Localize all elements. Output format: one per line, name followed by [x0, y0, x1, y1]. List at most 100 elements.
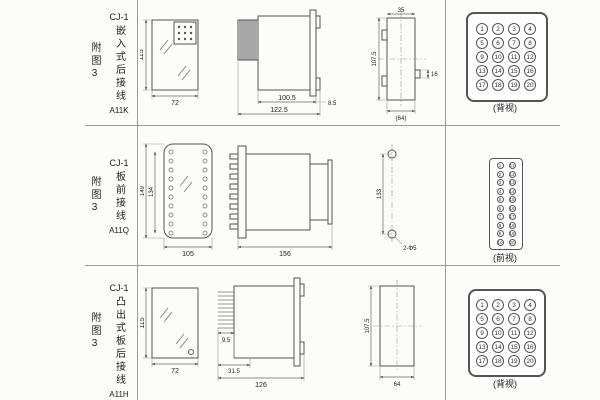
model-column-row1: CJ-1 嵌入式后接线 A11K: [105, 12, 133, 115]
terminal-circle: 20: [508, 238, 516, 246]
panel-cutout: 107.5 35 16 (64): [372, 8, 438, 122]
dimension-drawing-a11q: 149 134 105 156 133 2-Φ5: [140, 143, 417, 258]
terminal-circle: 4: [524, 23, 536, 35]
mounting-type: 嵌入式后接线: [113, 25, 125, 103]
side-view: 156: [229, 145, 333, 258]
terminal-circle: 8: [496, 221, 504, 229]
dim-stud-length: 9.5: [222, 338, 231, 344]
terminal-circle: 11: [508, 327, 520, 339]
terminal-circle: 2: [492, 23, 504, 35]
dimension-drawing-a11h: 115 72 9.5 31.5 126 107.5 64: [140, 277, 421, 389]
mounting-type: 板前接线: [113, 171, 125, 223]
terminal-circle: 9: [496, 230, 504, 238]
dim-depth-total: 122.5: [270, 107, 288, 114]
model-column-row2: CJ-1 板前接线 A11Q: [105, 158, 133, 235]
view-label-row3: (背视): [493, 379, 517, 389]
terminal-circle: 10: [492, 327, 504, 339]
column-divider-left: [137, 0, 138, 400]
front-view: 149 134 105: [140, 143, 213, 258]
mirror-marks: [159, 39, 191, 81]
terminal-circle: 15: [508, 196, 516, 204]
terminal-circle: 8: [524, 313, 536, 325]
dim-front-outer-height: 149: [140, 185, 146, 196]
terminal-circle: 16: [524, 341, 536, 353]
mounting-type: 凸出式板后接线: [113, 296, 125, 387]
terminal-circle: 13: [476, 65, 488, 77]
dim-front-width: 72: [171, 100, 179, 107]
dim-front-inner-height: 134: [149, 186, 155, 197]
dim-depth-inner: 100.5: [278, 95, 296, 102]
terminal-circle: 16: [508, 204, 516, 212]
terminal-circle: 20: [524, 79, 536, 91]
view-label-row1: (背视): [493, 103, 517, 113]
terminal-circle: 4: [524, 299, 536, 311]
side-view: 9.5 31.5 126: [217, 277, 305, 389]
terminal-circle: 2: [496, 170, 504, 178]
terminal-circle: 17: [508, 213, 516, 221]
terminal-circle: 5: [476, 313, 488, 325]
terminal-studs: [218, 291, 234, 329]
terminal-circle: 2: [492, 299, 504, 311]
terminal-circle: 7: [508, 313, 520, 325]
terminal-circle: 10: [492, 51, 504, 63]
dim-cutout-width: 64: [394, 382, 401, 388]
terminal-circle: 7: [508, 37, 520, 49]
terminal-circle: 12: [508, 170, 516, 178]
model-column-row3: CJ-1 凸出式板后接线 A11H: [105, 283, 133, 399]
terminal-circle: 11: [508, 162, 516, 170]
dim-front-width: 72: [171, 368, 179, 375]
terminal-row: 3 13: [496, 179, 516, 187]
terminal-circle: 13: [508, 179, 516, 187]
model-code: A11K: [109, 106, 129, 115]
terminal-circle: 14: [492, 65, 504, 77]
terminal-circle: 7: [496, 213, 504, 221]
terminal-circle: 11: [508, 51, 520, 63]
terminal-circle: 6: [492, 313, 504, 325]
column-divider-right: [445, 0, 446, 400]
terminal-circle: 3: [496, 179, 504, 187]
terminal-circle: 20: [524, 355, 536, 367]
terminal-circle: 3: [508, 299, 520, 311]
terminal-row: 4 14: [496, 187, 516, 195]
terminal-circle: 14: [492, 341, 504, 353]
dim-flange: 8.5: [328, 101, 337, 107]
terminal-row: 9 19: [496, 230, 516, 238]
terminal-circle: 6: [492, 37, 504, 49]
figure-label-row2: 附图3: [89, 176, 100, 216]
terminal-circle: 6: [496, 204, 504, 212]
indicator-hole: [188, 349, 194, 355]
terminal-circle: 12: [524, 327, 536, 339]
dim-cutout-height: 107.5: [372, 51, 378, 67]
model-code: A11Q: [109, 226, 129, 235]
terminal-row: 7 17: [496, 213, 516, 221]
terminal-circle: 19: [508, 230, 516, 238]
dim-side-depth: 156: [279, 251, 291, 258]
terminal-circle: 17: [476, 79, 488, 91]
hole-note: 2-Φ5: [403, 246, 417, 252]
terminal-circle: 19: [508, 355, 520, 367]
side-view: 100.5 122.5 8.5: [237, 9, 337, 116]
panel-cutout: 107.5 64: [365, 280, 421, 388]
figure-label-row1: 附图3: [89, 42, 100, 82]
terminal-circle: 18: [508, 221, 516, 229]
front-view: 115 72: [140, 287, 199, 375]
figure-label-row3: 附图3: [89, 312, 100, 352]
dim-front-height: 115: [140, 317, 146, 328]
terminal-circle: 14: [508, 187, 516, 195]
terminal-circle: 18: [492, 355, 504, 367]
terminal-circle: 1: [476, 299, 488, 311]
terminal-screws: [229, 153, 239, 230]
terminal-circle: 4: [496, 187, 504, 195]
model-code: A11H: [109, 390, 129, 399]
model-name: CJ-1: [109, 283, 129, 293]
terminal-circle: 15: [508, 65, 520, 77]
model-name: CJ-1: [109, 158, 129, 168]
